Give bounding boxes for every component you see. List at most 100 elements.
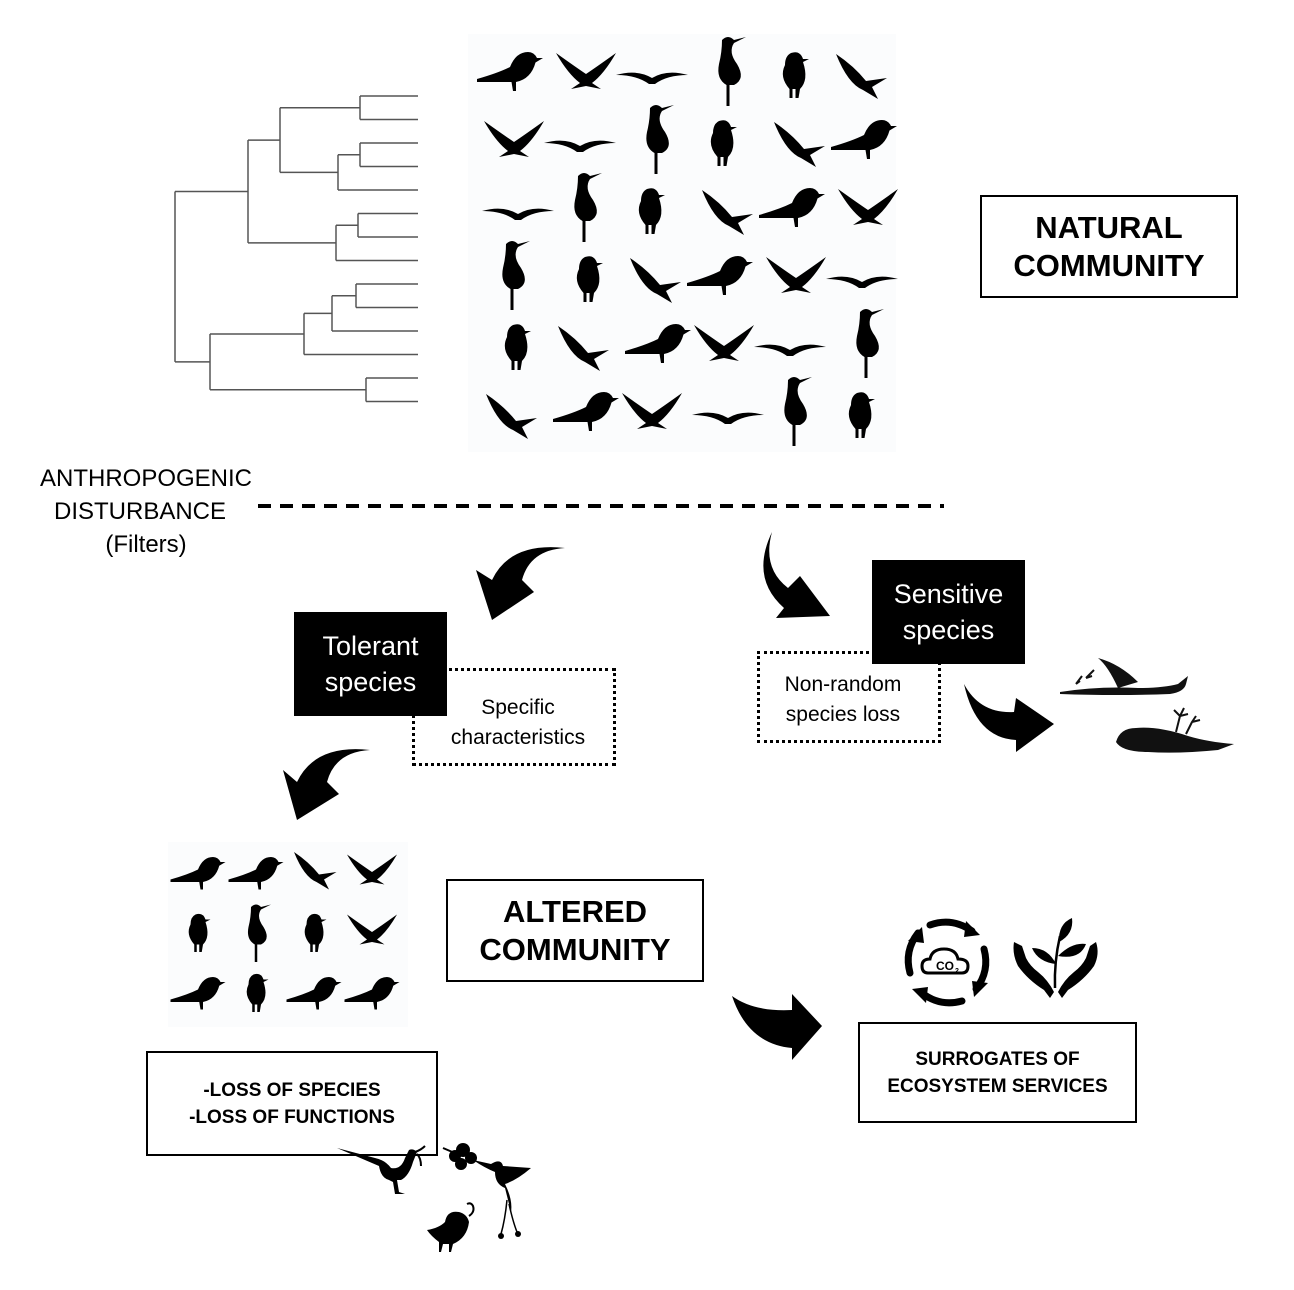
bird-shape — [294, 852, 337, 890]
co2-text: CO — [936, 959, 954, 973]
sensitive-line1: Sensitive — [893, 579, 1004, 609]
bird-silhouette — [694, 325, 754, 361]
sensitive-species-box: Sensitive species — [872, 560, 1025, 664]
bird-shape — [625, 324, 691, 363]
specific-line2: characteristics — [450, 726, 586, 749]
bird-shape — [576, 256, 603, 302]
bird-silhouette — [170, 977, 226, 1010]
services-line1: SURROGATES OF — [915, 1048, 1080, 1070]
bird-silhouette — [228, 857, 284, 890]
bird-silhouette — [848, 392, 875, 438]
bird-silhouette — [484, 121, 544, 157]
losses-label: -LOSS OF SPECIES -LOSS OF FUNCTIONS — [146, 1051, 438, 1156]
tolerant-line2: species — [324, 667, 417, 697]
altered-community-line1: ALTERED — [502, 893, 648, 929]
bird-shape — [848, 392, 875, 438]
bird-shape — [553, 392, 619, 431]
bird-shape — [170, 977, 226, 1010]
bird-shape — [482, 208, 554, 220]
bird-silhouette — [836, 54, 887, 99]
bird-silhouette — [687, 256, 753, 295]
bird-silhouette — [718, 37, 746, 106]
bird-shape — [646, 105, 674, 174]
losses-line1: -LOSS OF SPECIES — [203, 1079, 381, 1101]
bird-shape — [304, 913, 327, 952]
ecosystem-services-label: SURROGATES OF ECOSYSTEM SERVICES — [858, 1022, 1137, 1123]
bird-shape — [638, 188, 665, 234]
bird-shape — [286, 977, 342, 1010]
bird-silhouette — [574, 173, 602, 242]
arrow-to-altered-icon — [283, 749, 370, 820]
bird-silhouette — [344, 977, 400, 1010]
disturbance-dashed-line — [258, 504, 944, 508]
arrow-to-sensitive-icon — [763, 532, 830, 618]
bird-shape — [710, 120, 737, 166]
nonrandom-line2: species loss — [785, 703, 901, 726]
bird-shape — [718, 37, 746, 106]
bird-shape — [856, 309, 884, 378]
phylogenetic-tree-icon — [174, 95, 418, 403]
bird-silhouette — [622, 393, 682, 429]
functional-birds-icon — [337, 1143, 531, 1252]
bird-shape — [347, 854, 397, 885]
disturbance-line3: (Filters) — [105, 531, 187, 558]
bird-silhouette — [170, 857, 226, 890]
bird-silhouette — [347, 854, 397, 885]
arrow-to-tolerant-icon — [476, 547, 565, 620]
bird-shape — [544, 140, 616, 152]
services-line2: ECOSYSTEM SERVICES — [887, 1075, 1108, 1097]
bird-shape — [188, 913, 211, 952]
bird-shape — [616, 72, 688, 84]
bird-silhouette — [286, 977, 342, 1010]
bird-silhouette — [856, 309, 884, 378]
bird-shape — [477, 52, 543, 91]
bird-shape — [754, 344, 826, 356]
disturbance-label: ANTHROPOGENIC DISTURBANCE (Filters) — [22, 462, 270, 561]
bird-shape — [774, 122, 825, 167]
bird-shape — [838, 189, 898, 225]
bird-silhouette — [556, 53, 616, 89]
natural-community-birds-panel — [468, 34, 898, 452]
bird-silhouette — [482, 208, 554, 220]
bird-silhouette — [477, 52, 543, 91]
natural-community-label: NATURAL COMMUNITY — [980, 195, 1238, 298]
non-random-loss-note: Non-random species loss — [757, 651, 941, 743]
natural-community-line1: NATURAL — [1035, 209, 1183, 245]
bird-shape — [556, 53, 616, 89]
altered-community-birds-panel — [168, 842, 408, 1027]
specific-line1: Specific — [481, 696, 555, 719]
natural-community-line2: COMMUNITY — [1013, 247, 1205, 283]
bird-shape — [831, 120, 897, 159]
tolerant-species-box: Tolerant species — [294, 612, 447, 716]
bird-shape — [692, 412, 764, 424]
bird-silhouette — [702, 190, 753, 235]
bird-silhouette — [625, 324, 691, 363]
bird-shape — [246, 973, 269, 1012]
bird-shape — [687, 256, 753, 295]
losses-line2: -LOSS OF FUNCTIONS — [189, 1106, 395, 1128]
altered-community-line2: COMMUNITY — [479, 931, 671, 967]
bird-shape — [247, 904, 271, 962]
bird-silhouette — [774, 122, 825, 167]
bird-silhouette — [782, 52, 809, 98]
bird-silhouette — [246, 973, 269, 1012]
altered-community-label: ALTERED COMMUNITY — [446, 879, 704, 982]
bird-shape — [630, 258, 681, 303]
arrow-shape — [476, 547, 565, 620]
bird-shape — [836, 54, 887, 99]
arrow-shape — [283, 749, 370, 820]
bird-shape — [228, 857, 284, 890]
bird-silhouette — [486, 394, 537, 439]
bird-shape — [622, 393, 682, 429]
bird-shape — [784, 377, 812, 446]
bird-silhouette — [766, 257, 826, 293]
hands-plant-icon — [1013, 918, 1098, 998]
tolerant-line1: Tolerant — [322, 631, 419, 661]
arrow-to-services-icon — [732, 994, 822, 1060]
bird-silhouette — [304, 913, 327, 952]
bird-silhouette — [710, 120, 737, 166]
bird-silhouette — [616, 72, 688, 84]
bird-shape — [344, 977, 400, 1010]
bird-shape — [766, 257, 826, 293]
bird-silhouette — [576, 256, 603, 302]
